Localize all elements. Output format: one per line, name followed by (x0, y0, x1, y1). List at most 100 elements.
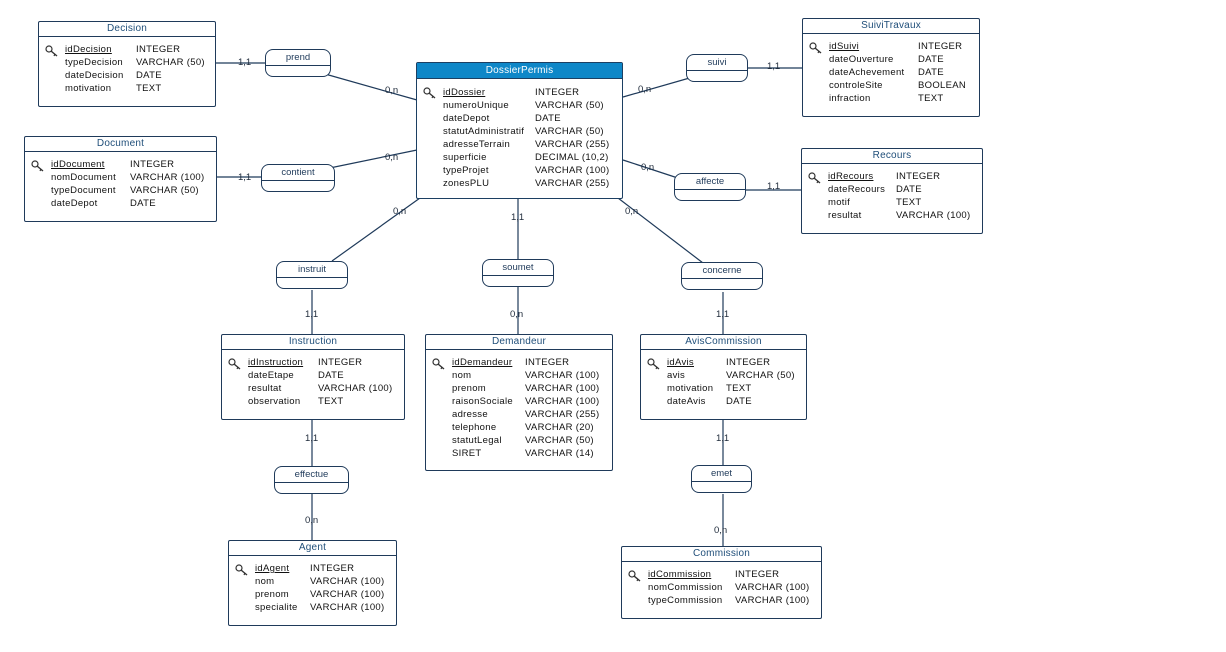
attribute-type: VARCHAR (50) (136, 57, 205, 68)
attribute-type: VARCHAR (255) (525, 409, 600, 420)
relation-concerne[interactable]: concerne (681, 262, 763, 290)
entity-title: Recours (802, 149, 982, 164)
attribute-type: VARCHAR (100) (535, 165, 610, 176)
attribute-name: typeDocument (51, 185, 116, 196)
attribute-name: prenom (255, 589, 290, 600)
attribute-name: motif (828, 197, 851, 208)
attribute-name: dateAchevement (829, 67, 905, 78)
attribute-type: DATE (136, 70, 162, 81)
attribute-row: idDocument INTEGER (51, 158, 214, 171)
cardinality-contient-document: 1,1 (238, 172, 252, 183)
relation-label: contient (262, 165, 334, 181)
attribute-type: INTEGER (318, 357, 363, 368)
key-icon (808, 171, 822, 184)
relation-instruit[interactable]: instruit (276, 261, 348, 289)
attribute-type: VARCHAR (50) (726, 370, 795, 381)
relation-contient[interactable]: contient (261, 164, 335, 192)
attribute-name: specialite (255, 602, 298, 613)
key-icon (45, 44, 59, 57)
attribute-name: raisonSociale (452, 396, 513, 407)
attribute-type: INTEGER (136, 44, 181, 55)
key-icon (31, 159, 45, 172)
attribute-row: dateRecours DATE (828, 183, 980, 196)
attribute-name: nomDocument (51, 172, 117, 183)
cardinality-affecte-dossier: 0,n (641, 162, 655, 173)
attribute-type: TEXT (726, 383, 752, 394)
attribute-type: INTEGER (525, 357, 570, 368)
line-dossier-concerne (617, 197, 704, 264)
key-icon (432, 357, 446, 370)
attribute-row: dateAchevement DATE (829, 66, 977, 79)
attribute-name: statutAdministratif (443, 126, 525, 137)
cardinality-concerne-avis: 1,1 (716, 309, 730, 320)
line-prend-dossier (317, 71, 418, 101)
relation-emet[interactable]: emet (691, 465, 752, 493)
primary-key-name: idDocument (51, 159, 105, 170)
attribute-name: zonesPLU (443, 178, 490, 189)
cardinality-affecte-recours: 1,1 (767, 181, 781, 192)
attribute-type: DECIMAL (10,2) (535, 152, 609, 163)
attribute-type: VARCHAR (50) (525, 435, 594, 446)
primary-key-name: idAvis (667, 357, 694, 368)
attribute-row: typeDecision VARCHAR (50) (65, 56, 213, 69)
relation-prend[interactable]: prend (265, 49, 331, 77)
attribute-name: dateDepot (443, 113, 490, 124)
cardinality-concerne-dossier: 0,n (625, 206, 639, 217)
key-icon (809, 41, 823, 54)
line-contient-dossier (319, 149, 418, 171)
relation-label: emet (692, 466, 751, 482)
attribute-name: typeDecision (65, 57, 123, 68)
entity-title: AvisCommission (641, 335, 806, 350)
attribute-name: superficie (443, 152, 487, 163)
attribute-type: DATE (318, 370, 344, 381)
attribute-type: INTEGER (918, 41, 963, 52)
attribute-type: BOOLEAN (918, 80, 967, 91)
attribute-name: infraction (829, 93, 871, 104)
attribute-type: VARCHAR (100) (310, 589, 385, 600)
primary-key-name: idDemandeur (452, 357, 513, 368)
attribute-type: VARCHAR (100) (896, 210, 971, 221)
attribute-name: avis (667, 370, 686, 381)
cardinality-suivi-travaux: 1,1 (767, 61, 781, 72)
attribute-name: motivation (65, 83, 112, 94)
attribute-type: INTEGER (130, 159, 175, 170)
relation-affecte[interactable]: affecte (674, 173, 746, 201)
attribute-name: motivation (667, 383, 714, 394)
primary-key-name: idInstruction (248, 357, 304, 368)
attribute-row: idInstruction INTEGER (248, 356, 402, 369)
attribute-type: VARCHAR (255) (535, 139, 610, 150)
attribute-type: TEXT (918, 93, 944, 104)
relation-suivi[interactable]: suivi (686, 54, 748, 82)
attribute-type: DATE (918, 67, 944, 78)
attribute-name: dateRecours (828, 184, 886, 195)
relation-soumet[interactable]: soumet (482, 259, 554, 287)
attribute-type: DATE (896, 184, 922, 195)
relation-effectue[interactable]: effectue (274, 466, 349, 494)
